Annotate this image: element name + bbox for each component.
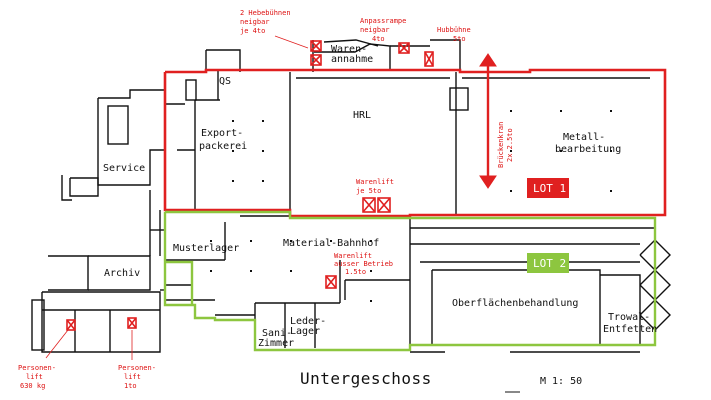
room-trowal-line2: Entfetten — [603, 324, 657, 335]
personenlift2-line1: Personen- — [118, 364, 156, 372]
room-material-bahnhof: Material-Bahnhof — [283, 238, 379, 249]
hubbuehne-line1: Hubbühne — [437, 26, 471, 34]
room-warenannahme-line2: annahme — [331, 54, 373, 65]
room-oberflaeche: Oberflächenbehandlung — [452, 298, 578, 309]
room-musterlager: Musterlager — [173, 243, 239, 254]
room-metall-line2: bearbeitung — [555, 144, 621, 155]
plan-title: Untergeschoss — [300, 369, 432, 388]
personenlift1-line3: 630 kg — [20, 382, 45, 390]
personenlift2-line3: 1to — [124, 382, 137, 390]
personenlift1-line1: Personen- — [18, 364, 56, 372]
room-leder-line2: Lager — [290, 326, 320, 337]
plan-scale: M 1: 50 — [540, 376, 582, 387]
room-service: Service — [103, 163, 145, 174]
lot2-badge — [527, 253, 569, 273]
hebebuehnen-line1: 2 Hebebühnen — [240, 9, 291, 17]
brueckenkran-label: Brückenkran 2x 2.5to — [497, 122, 514, 168]
room-export-line2: packerei — [199, 141, 247, 152]
brueckenkran-line1: Brückenkran — [497, 122, 505, 168]
columns-grid — [210, 110, 612, 302]
room-sani-line1: Sani- — [262, 328, 292, 339]
lift-markers — [66, 40, 434, 331]
room-sani-line2: Zimmer — [258, 338, 294, 349]
hubbuehne-line2: 5to — [453, 35, 466, 43]
lot2-label: LOT 2 — [533, 257, 566, 270]
room-warenannahme-line1: Waren- — [331, 44, 367, 55]
hebebuehnen-leader — [274, 35, 309, 49]
anpassrampe-line1: Anpassrampe — [360, 17, 406, 25]
lot2-outline — [163, 210, 657, 352]
warenlift2-line1: Warenlift — [334, 252, 372, 260]
lot1-label: LOT 1 — [533, 182, 566, 195]
room-metall-line1: Metall- — [563, 132, 605, 143]
personenlift1-leader — [45, 329, 69, 359]
personenlift1-line2: lift — [26, 373, 43, 381]
anpassrampe-line3: 4to — [372, 35, 385, 43]
crane-arrow — [479, 53, 497, 189]
warenlift2-line2: ausser Betrieb — [334, 260, 393, 268]
lot2-inner-outline — [165, 260, 194, 305]
warenlift1-line2: je 5to — [356, 187, 381, 195]
hebebuehnen-line2: neigbar — [240, 18, 270, 26]
warenlift2-line3: 1.5to — [345, 268, 366, 276]
room-hrl: HRL — [353, 110, 371, 121]
brueckenkran-line2: 2x 2.5to — [506, 128, 514, 162]
hebebuehnen-line3: je 4to — [240, 27, 265, 35]
room-leder-line1: Leder- — [290, 316, 326, 327]
warenlift1-line1: Warenlift — [356, 178, 394, 186]
room-export-line1: Export- — [201, 128, 243, 139]
personenlift2-line2: lift — [124, 373, 141, 381]
room-qs: QS — [219, 76, 231, 87]
lot1-badge — [527, 178, 569, 198]
room-trowal-line1: Trowal- — [608, 312, 650, 323]
anpassrampe-line2: neigbar — [360, 26, 390, 34]
room-archiv: Archiv — [104, 268, 140, 279]
